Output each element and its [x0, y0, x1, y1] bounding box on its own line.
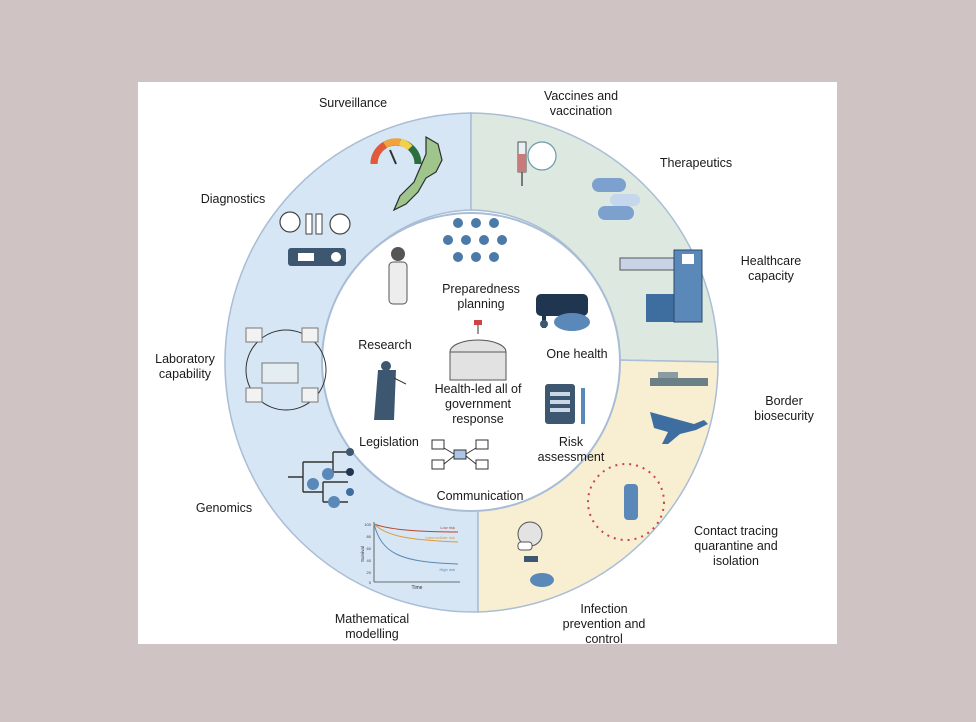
label-healthcare: Healthcare capacity	[740, 254, 802, 283]
label-center-response: Health-led all of government response	[434, 382, 522, 426]
legend-intermediate-risk: Intermediate risk	[425, 535, 455, 540]
virus-icon	[307, 448, 354, 508]
label-contact-tracing: Contact tracing quarantine and isolation	[693, 524, 779, 568]
chart-ylabel: Survival	[360, 546, 365, 562]
curve-high-risk	[373, 523, 459, 565]
label-therapeutics: Therapeutics	[659, 156, 733, 170]
chart-tick-40: 40	[367, 558, 372, 563]
label-diagnostics: Diagnostics	[200, 192, 266, 206]
label-vaccines: Vaccines and vaccination	[543, 89, 619, 118]
survival-chart: 100 80 60 40 20 0 Time Survival Low risk…	[360, 522, 460, 591]
chart-tick-80: 80	[367, 534, 372, 539]
preparedness-diagram: 100 80 60 40 20 0 Time Survival Low risk…	[224, 112, 719, 613]
airplane-icon	[650, 412, 708, 444]
label-legislation: Legislation	[359, 435, 419, 449]
chart-tick-100: 100	[364, 522, 371, 527]
label-research: Research	[358, 338, 412, 352]
mask-person-icon	[517, 521, 543, 551]
ppe-figure-icon	[624, 484, 638, 520]
chart-xlabel: Time	[412, 585, 423, 591]
handwash-icon	[524, 556, 554, 587]
pcr-machine-icon	[245, 327, 327, 411]
scientist-icon	[388, 247, 408, 305]
new-zealand-map-icon	[392, 135, 443, 212]
label-risk-assessment: Risk assessment	[537, 435, 605, 464]
computer-network-icon	[431, 439, 489, 470]
label-laboratory: Laboratory capability	[155, 352, 215, 381]
hospital-icon	[619, 249, 703, 323]
ship-icon	[650, 372, 708, 386]
rapid-test-icon	[288, 248, 346, 266]
curve-intermediate-risk	[373, 523, 459, 543]
test-tube-icon	[279, 211, 351, 235]
label-surveillance: Surveillance	[318, 96, 388, 110]
contact-network-icon	[587, 463, 665, 541]
figure-panel: 100 80 60 40 20 0 Time Survival Low risk…	[138, 82, 837, 646]
label-infection: Infection prevention and control	[562, 602, 646, 646]
label-preparedness: Preparedness planning	[442, 282, 520, 311]
chart-tick-20: 20	[367, 570, 372, 575]
label-communication: Communication	[436, 489, 524, 503]
gauge-icon	[370, 138, 422, 165]
checklist-icon	[545, 384, 585, 424]
label-border: Border biosecurity	[754, 394, 814, 423]
chart-tick-60: 60	[367, 546, 372, 551]
label-genomics: Genomics	[195, 501, 253, 515]
curve-low-risk	[373, 523, 459, 533]
legend-high-risk: High risk	[439, 567, 455, 572]
parliament-icon	[449, 320, 507, 381]
label-one-health: One health	[546, 347, 608, 361]
justice-icon	[374, 361, 407, 420]
label-modelling: Mathematical modelling	[334, 612, 410, 641]
syringe-icon	[517, 141, 557, 186]
people-network-icon	[443, 218, 507, 262]
capsule-icon	[592, 178, 640, 220]
chart-tick-0: 0	[369, 580, 372, 585]
legend-low-risk: Low risk	[440, 525, 455, 530]
pig-icon	[540, 313, 590, 331]
